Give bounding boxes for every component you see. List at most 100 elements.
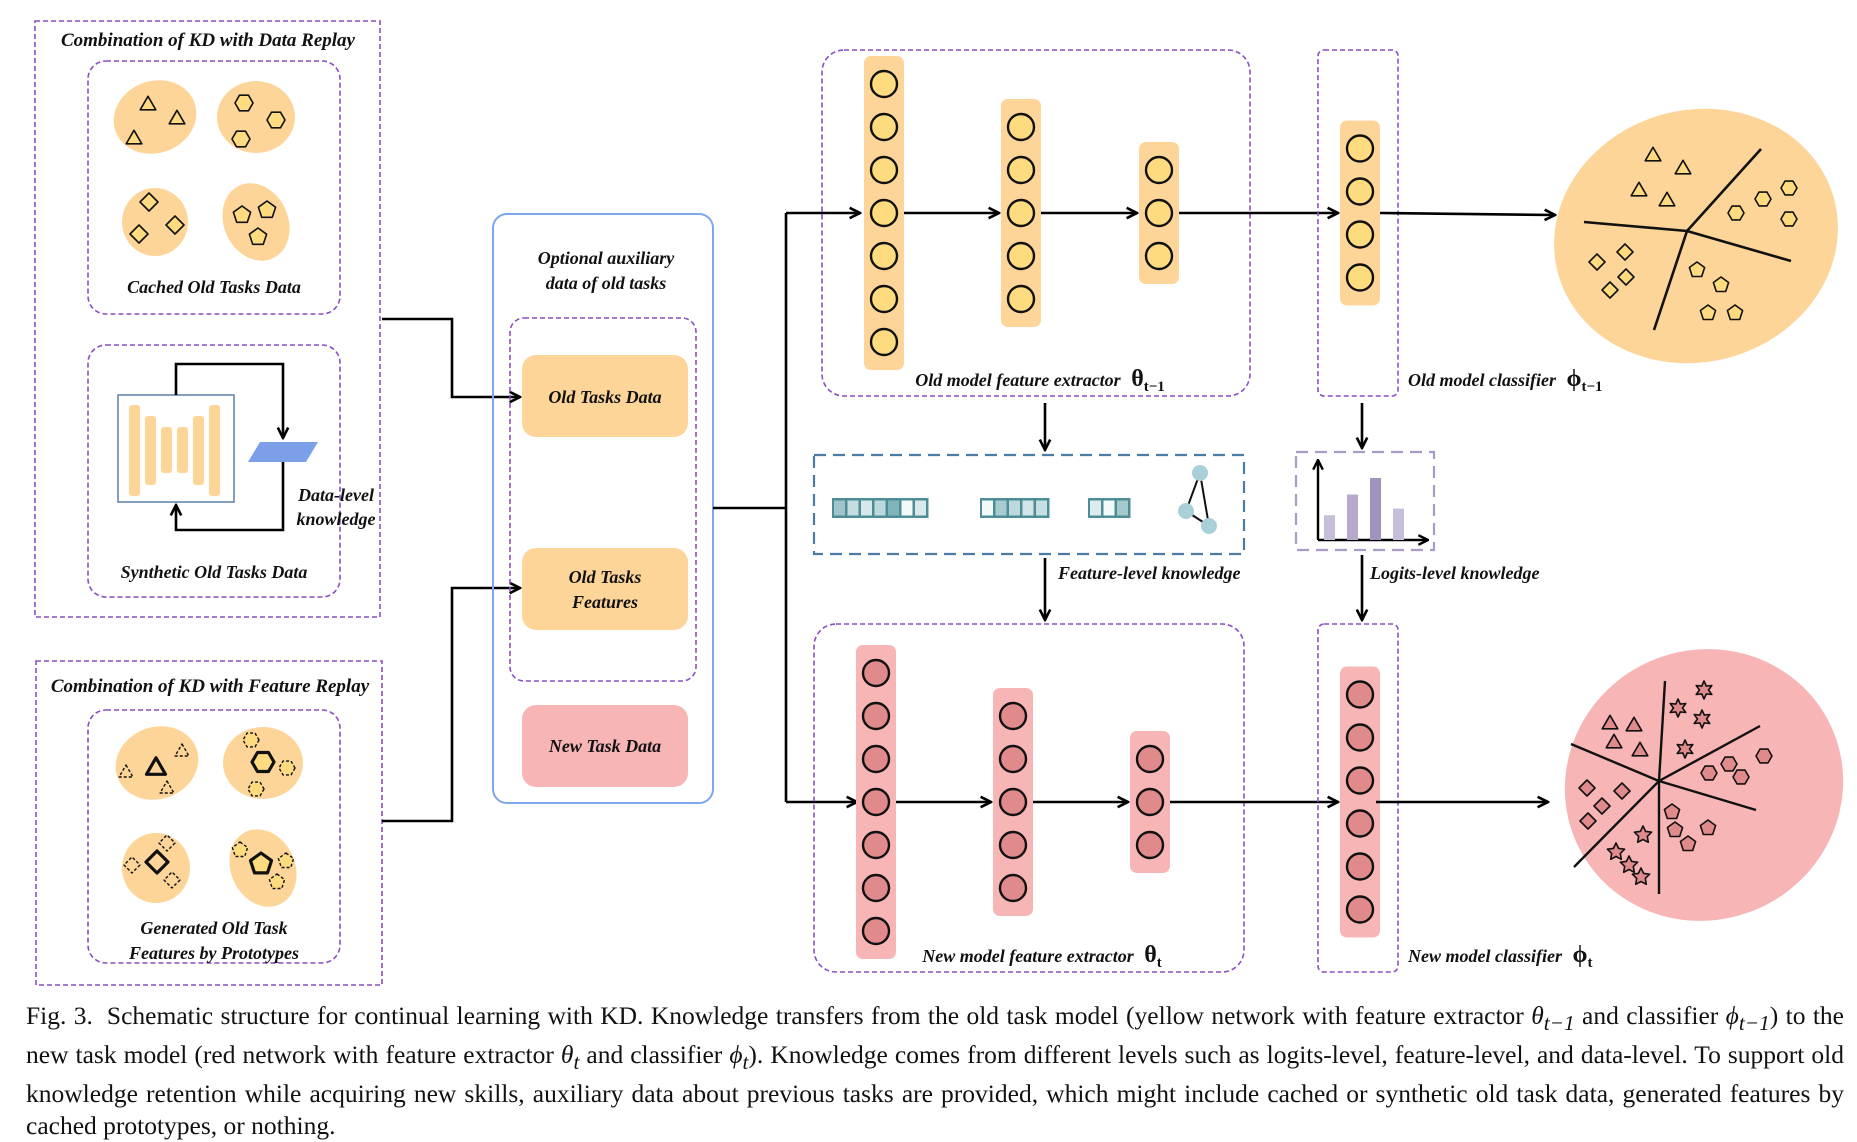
data-replay-connector	[382, 317, 520, 397]
tri-marker	[1605, 733, 1623, 749]
generated-features-box	[87, 709, 341, 964]
new-classifier-sub: t	[1587, 955, 1592, 971]
star5-marker	[1633, 825, 1653, 844]
neuron	[1144, 198, 1174, 228]
hex-marker	[247, 781, 265, 797]
feature-level-label: Feature-level knowledge	[1057, 563, 1240, 583]
neuron	[861, 701, 891, 731]
dia-marker	[129, 224, 149, 244]
generator-output-arrow	[174, 362, 283, 438]
star6-marker	[1676, 739, 1694, 759]
decision-boundary	[1573, 780, 1660, 868]
feature-replay-panel: Combination of KD with Feature Replay Ge…	[35, 660, 383, 986]
star5-marker	[1619, 855, 1639, 874]
old-extractor-box	[821, 49, 1251, 397]
feature-cell	[874, 500, 886, 516]
old-decision-space	[1554, 108, 1838, 364]
caption-theta-old: θ	[1531, 1001, 1544, 1030]
pent-marker	[257, 200, 277, 219]
feature-cell	[982, 500, 993, 516]
logits-level-label: Logits-level knowledge	[1369, 563, 1539, 583]
neuron	[869, 241, 899, 271]
cached-data-box	[87, 60, 341, 315]
pent-marker	[1688, 261, 1706, 278]
neuron	[1345, 680, 1375, 709]
hex-marker	[231, 130, 251, 148]
tri-marker	[159, 780, 175, 794]
old-classifier-sub: t−1	[1581, 379, 1602, 395]
old-extractor-text: Old model feature extractor	[915, 370, 1121, 390]
feedback-arrow	[176, 462, 285, 532]
feature-cell	[1036, 500, 1047, 516]
neuron	[1135, 830, 1165, 860]
pent-marker	[248, 227, 268, 246]
tri-marker	[1674, 159, 1692, 175]
new-extractor-symbol: θ	[1144, 942, 1157, 968]
tri-marker	[174, 743, 190, 757]
hex-marker	[1727, 205, 1745, 221]
relation-graph-icon	[1178, 465, 1217, 534]
caption-text-5: ). Knowledge comes from different levels…	[26, 1040, 1845, 1141]
feature-replay-title: Combination of KD with Feature Replay	[51, 676, 370, 697]
generator-layer	[193, 416, 204, 485]
neuron	[869, 69, 899, 99]
logit-bar	[1393, 508, 1404, 540]
neuron	[1345, 809, 1375, 838]
old-tasks-features-block	[522, 548, 688, 630]
neuron	[1006, 155, 1036, 185]
old-tasks-data-block	[522, 355, 688, 437]
neuron	[1345, 766, 1375, 795]
logit-bar	[1370, 478, 1381, 540]
neuron	[1345, 895, 1375, 924]
feature-cell	[915, 500, 926, 516]
new-extractor-label: New model feature extractor θt	[921, 942, 1162, 971]
data-replay-title: Combination of KD with Data Replay	[61, 30, 356, 51]
old-tasks-data-label: Old Tasks Data	[548, 387, 661, 407]
tri-marker	[144, 756, 168, 776]
neuron	[998, 701, 1028, 731]
data-level-label-1: Data-level	[297, 485, 374, 505]
hex-marker	[266, 111, 286, 129]
pent-marker	[1726, 304, 1744, 321]
dia-marker	[158, 834, 176, 852]
tri-marker	[1644, 146, 1662, 162]
caption-phi-old: ϕ	[1725, 1001, 1739, 1030]
dia-marker	[1613, 782, 1631, 800]
pent-marker	[1679, 835, 1697, 852]
aux-title-2: data of old tasks	[546, 273, 667, 293]
feature-cell	[995, 500, 1007, 516]
pent-marker	[231, 841, 249, 858]
hex-marker	[1755, 748, 1773, 764]
feature-cell	[834, 500, 845, 516]
neuron	[1345, 134, 1375, 163]
tri-marker	[1601, 714, 1619, 730]
caption-phi-new: ϕ	[729, 1040, 743, 1070]
caption-phi-old-sub: t−1	[1738, 1011, 1770, 1036]
dia-marker	[123, 856, 141, 874]
neuron	[869, 198, 899, 228]
pent-marker	[277, 852, 295, 869]
pent-marker	[1699, 819, 1717, 836]
pent-marker	[1712, 276, 1730, 293]
old-tasks-features-label-1: Old Tasks	[569, 567, 642, 587]
aux-title-1: Optional auxiliary	[538, 248, 676, 268]
new-extractor-box	[813, 623, 1245, 973]
generator-layer	[177, 427, 188, 473]
tri-marker	[1658, 191, 1676, 207]
dia-marker	[139, 192, 159, 212]
feature-cell	[847, 500, 859, 516]
synthetic-data-label: Synthetic Old Tasks Data	[121, 562, 308, 582]
prototype-cluster	[122, 833, 190, 903]
synthetic-sample-icon	[248, 442, 318, 462]
feature-cell	[1090, 500, 1101, 516]
caption-theta-new: θ	[560, 1040, 574, 1070]
star5-marker	[1631, 867, 1651, 886]
pent-marker	[1663, 803, 1681, 820]
tri-marker	[1630, 181, 1648, 197]
caption-text-4: and classifier	[579, 1040, 730, 1070]
new-extractor-text: New model feature extractor	[921, 946, 1134, 966]
neuron	[861, 916, 891, 946]
old-extractor-symbol: θ	[1131, 366, 1144, 392]
dia-marker	[144, 849, 170, 875]
